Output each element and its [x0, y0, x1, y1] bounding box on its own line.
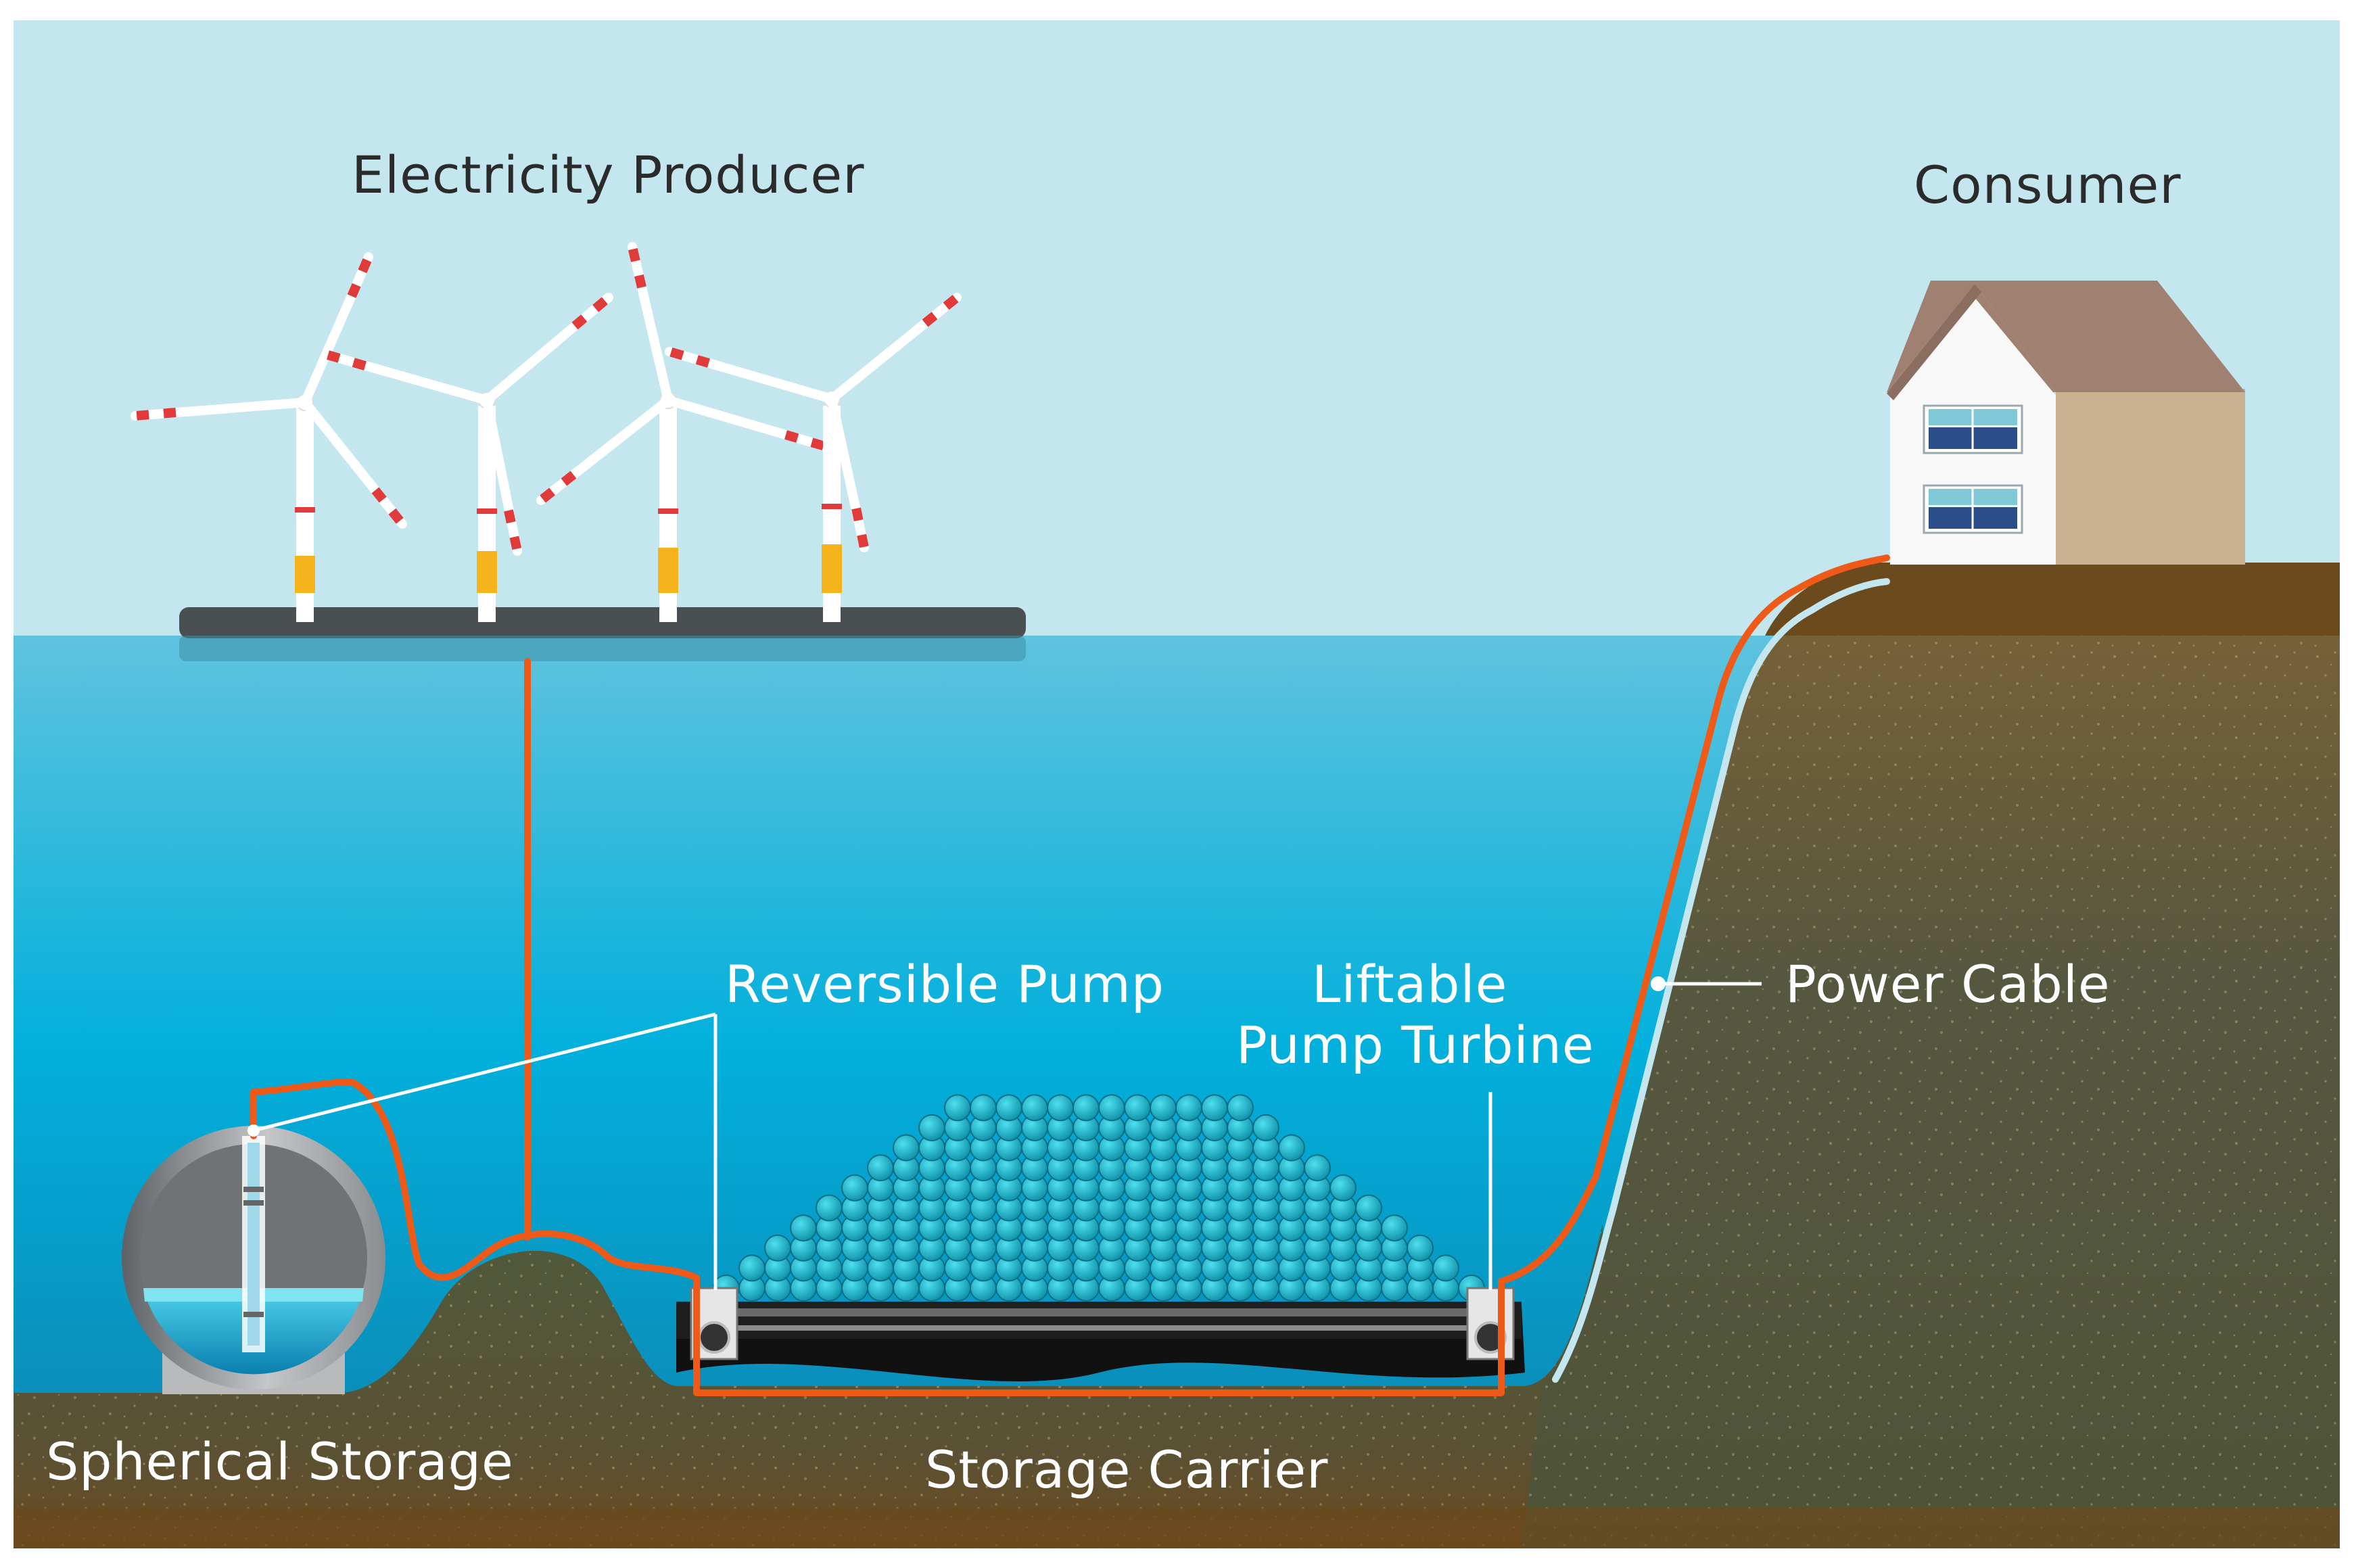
storage-spheres	[713, 1094, 1485, 1302]
storage-sphere	[1381, 1214, 1408, 1242]
storage-sphere	[995, 1094, 1022, 1122]
offshore-platform	[179, 607, 1026, 638]
label-power-cable: Power Cable	[1785, 954, 2111, 1014]
storage-sphere	[1175, 1094, 1202, 1122]
solar-panel-upper	[1923, 404, 2023, 454]
storage-sphere	[970, 1094, 997, 1122]
storage-sphere	[1278, 1134, 1305, 1162]
storage-carrier	[676, 1094, 1525, 1381]
label-consumer: Consumer	[1914, 155, 2182, 215]
power-cable	[250, 554, 1890, 1396]
label-spherical-storage: Spherical Storage	[46, 1431, 514, 1492]
label-liftable: Liftable	[1312, 954, 1507, 1014]
label-storage-carrier: Storage Carrier	[925, 1440, 1328, 1500]
storage-sphere	[1252, 1114, 1279, 1141]
storage-sphere	[816, 1194, 843, 1222]
storage-sphere	[893, 1134, 920, 1162]
storage-sphere	[841, 1174, 868, 1202]
storage-sphere	[1098, 1094, 1125, 1122]
storage-sphere	[1150, 1094, 1177, 1122]
storage-sphere	[1073, 1094, 1100, 1122]
storage-sphere	[1407, 1234, 1434, 1262]
storage-sphere	[1355, 1194, 1382, 1222]
label-pump-turbine: Pump Turbine	[1236, 1015, 1595, 1075]
leader-lines	[253, 982, 1762, 1290]
storage-sphere	[1201, 1094, 1228, 1122]
label-reversible-pump: Reversible Pump	[725, 954, 1164, 1014]
liftable-pump-turbine-unit	[1466, 1287, 1515, 1360]
wind-turbine-3	[536, 242, 830, 622]
storage-sphere	[790, 1214, 817, 1242]
consumer-house	[1887, 281, 2245, 565]
spherical-storage-tank	[122, 1126, 385, 1394]
storage-sphere	[1047, 1094, 1074, 1122]
storage-sphere	[1021, 1094, 1048, 1122]
storage-sphere	[1227, 1094, 1254, 1122]
storage-sphere	[1329, 1174, 1357, 1202]
wind-turbine-4	[665, 293, 962, 622]
cable-marker-dot	[1651, 976, 1666, 991]
wind-turbine-2	[323, 293, 613, 622]
storage-sphere	[1304, 1154, 1331, 1182]
storage-sphere	[944, 1094, 971, 1122]
storage-sphere	[918, 1114, 945, 1141]
storage-sphere	[1124, 1094, 1151, 1122]
storage-sphere	[867, 1154, 894, 1182]
wind-turbine-1	[131, 252, 407, 622]
label-electricity-producer: Electricity Producer	[352, 145, 864, 205]
storage-sphere	[1432, 1254, 1459, 1282]
wind-turbines	[131, 242, 962, 622]
storage-sphere	[764, 1234, 791, 1262]
storage-sphere	[738, 1254, 766, 1282]
solar-panel-lower	[1923, 484, 2023, 534]
